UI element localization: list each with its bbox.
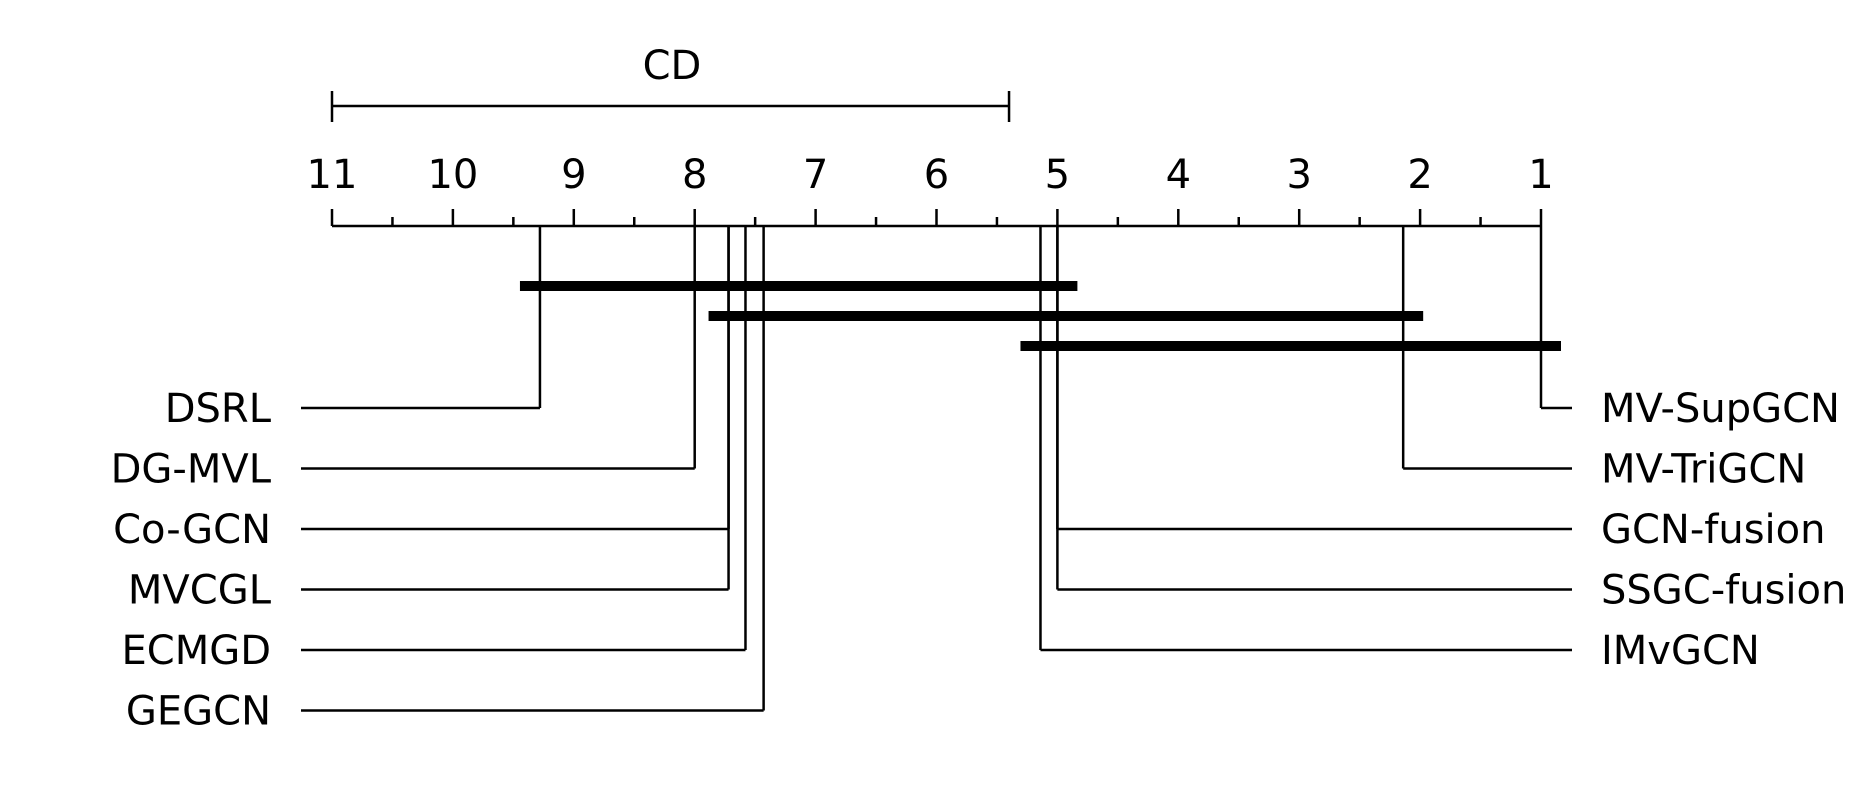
axis-tick-label: 2 <box>1407 152 1432 198</box>
method-label: MV-TriGCN <box>1601 447 1806 493</box>
method-label: SSGC-fusion <box>1601 568 1846 614</box>
method-label: IMvGCN <box>1601 628 1760 674</box>
method-label: MV-SupGCN <box>1601 386 1840 432</box>
axis-tick-label: 3 <box>1286 152 1311 198</box>
method-label: GCN-fusion <box>1601 507 1826 553</box>
method-label: DSRL <box>165 386 272 432</box>
axis-tick-label: 1 <box>1528 152 1553 198</box>
method-label: GEGCN <box>126 689 271 735</box>
axis-tick-label: 8 <box>682 152 707 198</box>
method-label: Co-GCN <box>113 507 271 553</box>
cliques <box>519 281 1561 351</box>
cd-label: CD <box>643 43 702 89</box>
axis-tick-label: 9 <box>561 152 586 198</box>
axis-tick-label: 10 <box>427 152 478 198</box>
axis-tick-label: 6 <box>924 152 949 198</box>
axis-tick-label: 4 <box>1166 152 1191 198</box>
method-lines: DSRL DG-MVL Co-GCN MVCGL ECMGD GEGCN MV-SupGCN… <box>111 226 1846 735</box>
method-label: ECMGD <box>121 628 271 674</box>
rank-axis: 11 10 9 8 7 6 5 4 3 2 1 <box>307 152 1554 228</box>
axis-tick-label: 7 <box>803 152 828 198</box>
method-label: DG-MVL <box>111 447 272 493</box>
cd-bar-group: CD <box>330 43 1011 122</box>
axis-tick-label: 11 <box>307 152 358 198</box>
method-label: MVCGL <box>128 568 272 614</box>
axis-tick-label: 5 <box>1045 152 1070 198</box>
